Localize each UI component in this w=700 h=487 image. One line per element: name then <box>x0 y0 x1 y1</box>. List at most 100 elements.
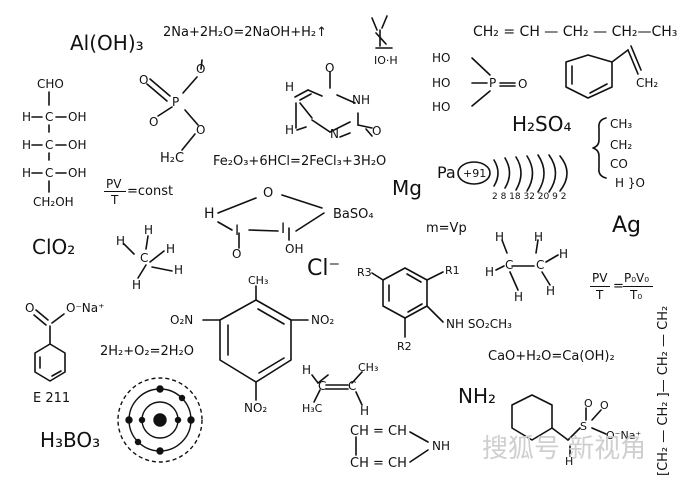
pyrrole-nh: NH <box>432 439 450 453</box>
phosphate-o1: O <box>139 73 149 87</box>
methane-h-left: H <box>116 234 126 248</box>
glucose-oh2: OH <box>68 138 87 152</box>
chloride-ion: Cl⁻ <box>307 256 341 281</box>
glucose-oh3: OH <box>68 166 87 180</box>
pyrrole-lines <box>355 431 429 463</box>
glucose-cho: CHO <box>37 77 64 91</box>
ethane-h6: H <box>514 290 524 304</box>
glucose-skeleton <box>31 91 67 193</box>
glucose-c1: C <box>45 110 54 124</box>
glucose-h3: H <box>22 166 32 180</box>
tnt-ch3: CH₃ <box>248 274 269 287</box>
pyrrole-ch-bottom: CH = CH <box>350 456 407 471</box>
ring-o-bottom: O <box>232 247 242 261</box>
brace-ch2: CH₂ <box>610 138 633 152</box>
pv-const-denominator: T <box>111 193 119 207</box>
sulfonamide-ring-lines <box>371 267 444 338</box>
styrene-lines <box>565 45 642 99</box>
propene-c1: C <box>318 379 327 393</box>
methane-h-extra: H <box>174 263 184 277</box>
uracil-o-top: O <box>325 61 335 75</box>
clo2-formula: ClO₂ <box>32 235 76 259</box>
propene-lines <box>311 371 363 406</box>
pv-eq-numerator-2: P₀V₀ <box>624 271 650 285</box>
sodium-water-reaction: 2Na+2H₂O=2NaOH+H₂↑ <box>163 25 327 40</box>
styrene-ch2: CH₂ <box>636 76 659 90</box>
pv-const-fraction-bar <box>104 191 126 192</box>
ring-h-left: H <box>204 206 215 222</box>
tnt-no2-bottom: NO₂ <box>244 401 268 415</box>
propene-h2: H <box>360 404 370 418</box>
propene-c2: C <box>348 379 357 393</box>
uracil-n: N <box>330 127 339 141</box>
phosphate-h2c: H₂C <box>160 151 185 166</box>
pv-eq-numerator-1: PV <box>592 271 608 285</box>
glucose-oh1: OH <box>68 110 87 124</box>
ring-bond-right: I <box>281 221 286 237</box>
phosphoric-ho3: HO <box>432 100 451 114</box>
cyclamate-h: H <box>565 455 574 468</box>
ag-symbol: Ag <box>612 213 642 238</box>
mg-symbol: Mg <box>392 176 422 200</box>
glucose-c2: C <box>45 138 54 152</box>
ethane-lines <box>495 239 559 291</box>
phosphate-o2: O <box>149 115 159 129</box>
e211-label: E 211 <box>33 391 71 406</box>
methane-c: C <box>140 251 149 265</box>
tnt-ring-lines <box>202 285 309 401</box>
uracil-nh: NH <box>352 93 370 107</box>
nh2-group: NH₂ <box>458 384 497 408</box>
pv-eq-bar-2 <box>623 286 653 287</box>
ethane-h2: H <box>534 230 544 244</box>
propene-ch3: CH₃ <box>358 361 379 374</box>
cyclamate-ona: O⁻Na⁺ <box>606 429 642 442</box>
phosphate-ester-lines <box>146 59 203 151</box>
cyclamate-o2: O <box>600 399 609 412</box>
pv-const-numerator: PV <box>106 177 122 191</box>
phosphoric-ho2: HO <box>432 76 451 90</box>
uracil-ring-lines <box>294 71 373 138</box>
ethane-h1: H <box>495 230 505 244</box>
propene-h1: H <box>302 363 312 377</box>
brace-h-o: H }O <box>615 176 645 190</box>
h2so4-formula: H₂SO₄ <box>512 112 572 136</box>
pyrrole-ch-top: CH = CH <box>350 424 407 439</box>
phosphoric-p: P <box>489 76 497 90</box>
pa-symbol: Pa <box>437 163 456 182</box>
glucose-h2: H <box>22 138 32 152</box>
brace <box>592 117 607 179</box>
ethane-h5: H <box>546 284 556 298</box>
benzoate-ona: O⁻Na⁺ <box>66 301 105 315</box>
tnt-no2-right: NO₂ <box>311 313 335 327</box>
pv-eq-bar-1 <box>590 286 610 287</box>
pa-electron-shells: 2 8 18 32 20 9 2 <box>492 192 567 202</box>
uracil-h1: H <box>285 80 295 94</box>
pv-const-rhs: =const <box>127 184 174 199</box>
phosphoric-acid-lines <box>471 57 516 107</box>
propene-chain-formula: CH₂ = CH — CH₂ — CH₂—CH₃ <box>473 24 678 40</box>
phosphate-o4: O <box>196 123 206 137</box>
phosphate-p: P <box>172 95 180 109</box>
hydrogen-oxygen-reaction: 2H₂+O₂=2H₂O <box>100 344 194 359</box>
vinyl-fragment <box>371 15 393 49</box>
phosphoric-o: O <box>518 77 528 91</box>
brace-co: CO <box>610 157 628 171</box>
ring-oh: OH <box>285 242 304 256</box>
phosphoric-ho1: HO <box>432 51 451 65</box>
uracil-o-right: O <box>372 124 382 138</box>
ethane-h3: H <box>485 265 495 279</box>
baso4-formula: BaSO₄ <box>333 207 374 222</box>
ethane-h4: H <box>559 247 569 261</box>
pv-eq-denominator-1: T <box>596 288 604 302</box>
pa-shells <box>457 154 568 193</box>
ring-bond-left: I <box>235 223 240 239</box>
methane-h-bottom: H <box>132 278 142 292</box>
sulfonamide-r1: R1 <box>445 264 460 277</box>
benzoate-o: O <box>25 301 35 315</box>
benzoate-lines <box>33 309 66 382</box>
sulfonamide-r2: R2 <box>397 340 412 353</box>
propene-h3c: H₃C <box>302 402 323 415</box>
cyclamate-lines <box>511 394 607 457</box>
